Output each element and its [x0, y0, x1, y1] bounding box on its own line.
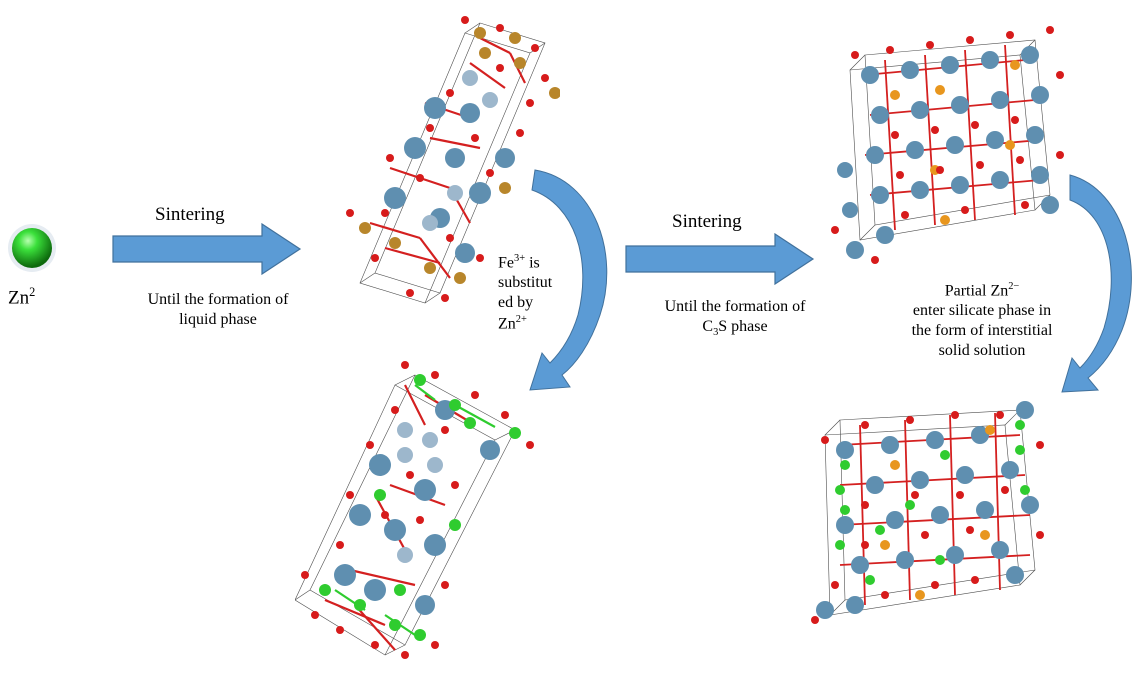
step1-condition-line2: liquid phase — [179, 311, 257, 328]
step1-condition-text: Until the formation of liquid phase — [118, 290, 318, 330]
crystal-ferrite-phase — [346, 16, 560, 304]
interstitial-line3: the form of interstitial — [911, 322, 1053, 340]
substitution-line3: ed by — [498, 294, 534, 312]
interstitial-line1: Partial Zn2− — [944, 281, 1020, 300]
step2-right-arrow — [625, 233, 815, 285]
crystal-c3s-zn-interstitial — [811, 401, 1044, 624]
interstitial-line2: enter silicate phase in — [912, 302, 1052, 320]
step1-process-label: Sintering — [155, 204, 225, 225]
step2-condition-line1: Until the formation of — [664, 298, 806, 315]
curved-arrow-substitution — [529, 169, 608, 391]
substitution-line1: Fe3+ is — [498, 253, 540, 272]
crystal-zn-substituted-phase — [295, 361, 534, 659]
interstitial-line4: solid solution — [938, 342, 1026, 360]
zn-ion-label: Zn2 — [8, 285, 36, 309]
substitution-line4: Zn2+ — [498, 314, 527, 333]
step1-right-arrow — [112, 223, 302, 275]
step1-condition-line1: Until the formation of — [147, 291, 289, 308]
step2-condition-line2: C3S phase — [702, 318, 768, 339]
substitution-line2: substitut — [498, 274, 553, 292]
step2-process-label: Sintering — [672, 211, 742, 232]
substitution-note: Fe3+ is substitut ed by Zn2+ — [498, 252, 552, 335]
interstitial-note: Partial Zn2− enter silicate phase in the… — [897, 280, 1067, 361]
zn-ion-sphere — [8, 224, 56, 272]
step2-condition-text: Until the formation of C3S phase — [630, 297, 840, 339]
crystal-c3s-phase — [831, 26, 1064, 264]
curved-arrow-interstitial — [1061, 174, 1132, 393]
